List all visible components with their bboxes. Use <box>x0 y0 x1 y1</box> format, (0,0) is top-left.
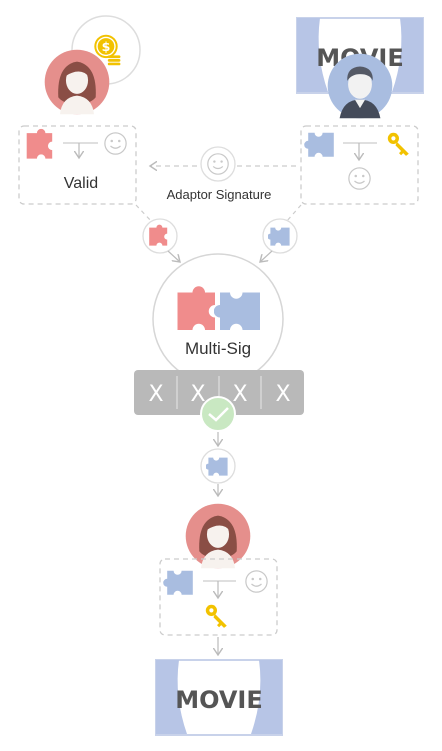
blue-piece-bubble <box>262 218 298 254</box>
movie-title-bottom: MOVIE <box>175 686 263 714</box>
key-icon <box>205 604 227 628</box>
puzzle-piece-blue-icon <box>304 132 334 157</box>
alice-box <box>159 558 278 636</box>
blue-piece-bubble-lower <box>200 448 236 484</box>
puzzle-piece-red-icon <box>149 224 168 246</box>
x-mark: X <box>275 382 290 407</box>
smiley-face-icon <box>348 167 371 190</box>
puzzle-piece-blue-icon <box>163 570 193 595</box>
puzzle-piece-red-icon <box>26 128 53 159</box>
puzzle-piece-red-icon <box>177 286 215 330</box>
man-avatar-icon <box>327 53 393 119</box>
smiley-face-icon <box>207 153 229 175</box>
adaptor-signature: Adaptor Signature <box>150 146 296 202</box>
movie-screen-bottom: MOVIE <box>155 659 283 736</box>
smiley-face-icon <box>104 132 127 155</box>
adaptor-signature-label: Adaptor Signature <box>167 187 272 202</box>
x-mark: X <box>148 382 163 407</box>
woman-avatar-icon <box>44 49 110 115</box>
valid-label: Valid <box>64 175 98 192</box>
x-mark: X <box>232 382 247 407</box>
smiley-face-icon <box>245 570 268 593</box>
movie-screen-top: MOVIE <box>296 17 424 94</box>
multisig-key-bar: X X X X <box>134 370 304 415</box>
multisig-circle: Multi-Sig <box>152 253 284 385</box>
valid-box: Valid <box>18 125 137 205</box>
checkmark-icon <box>200 396 236 432</box>
key-icon <box>387 132 409 156</box>
multisig-label: Multi-Sig <box>185 339 251 358</box>
bob-box <box>300 125 419 205</box>
red-piece-bubble <box>142 218 178 254</box>
x-mark: X <box>190 382 205 407</box>
